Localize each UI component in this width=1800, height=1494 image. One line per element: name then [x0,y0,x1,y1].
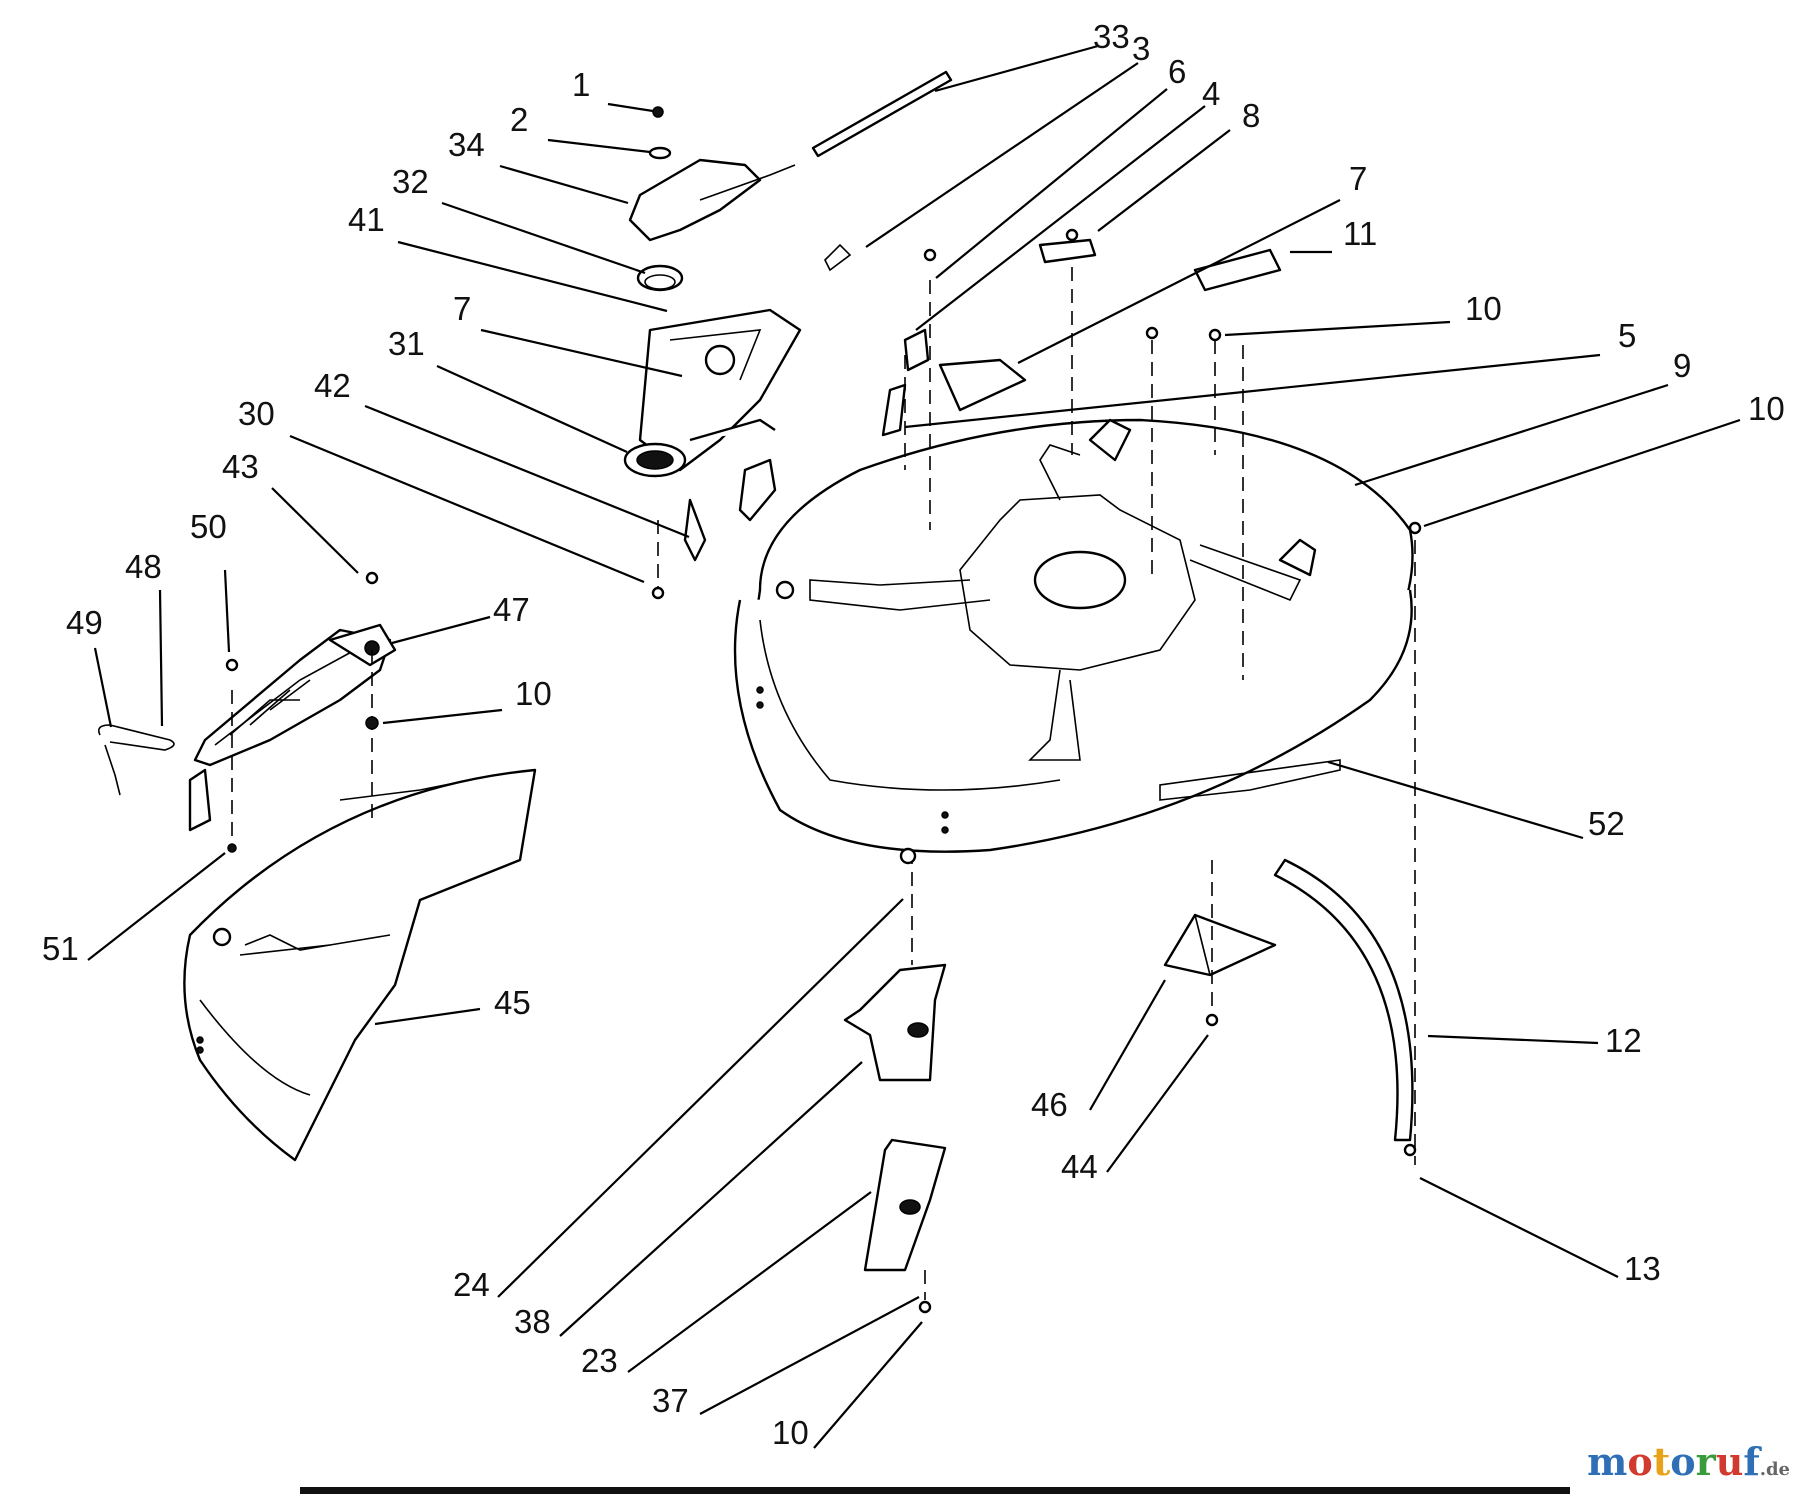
watermark-letter: t [1652,1439,1671,1484]
callout-2: 2 [510,101,528,138]
callout-34: 34 [448,126,485,163]
hairpin-part [97,724,175,796]
callout-32: 32 [392,163,429,200]
callout-4: 4 [1202,75,1220,112]
watermark-letter: u [1715,1439,1744,1484]
discharge-chute-part [188,571,397,853]
side-shield-part [183,768,537,1162]
callout-10-right: 10 [1748,390,1785,427]
callout-10-bottom: 10 [772,1414,809,1451]
watermark-logo: motoruf.de [1587,1439,1790,1484]
callout-45: 45 [494,984,531,1021]
callout-41: 41 [348,201,385,238]
spindle-cone-part [1163,860,1277,1027]
callout-11: 11 [1343,215,1377,252]
watermark-letter: f [1743,1439,1760,1484]
callout-43: 43 [222,448,259,485]
watermark-letter: o [1670,1439,1696,1484]
cropped-title-strip [300,1487,1570,1494]
callout-5: 5 [1618,317,1636,354]
callout-51: 51 [42,930,79,967]
callout-3: 3 [1132,30,1150,67]
callout-23: 23 [581,1342,618,1379]
leader-lines [87,44,1741,1449]
watermark-letter: o [1627,1439,1653,1484]
callout-6: 6 [1168,53,1186,90]
callout-8: 8 [1242,97,1260,134]
callout-48: 48 [125,548,162,585]
callout-37: 37 [652,1382,689,1419]
callout-12: 12 [1605,1022,1642,1059]
callout-31: 31 [388,325,425,362]
callout-30: 30 [238,395,275,432]
callout-33: 33 [1093,18,1130,55]
callout-24: 24 [453,1266,490,1303]
callout-44: 44 [1061,1148,1098,1185]
callout-13: 13 [1624,1250,1661,1287]
watermark-letter: r [1695,1439,1716,1484]
callout-49: 49 [66,604,103,641]
callout-9: 9 [1673,347,1691,384]
mower-deck-part [733,228,1422,1165]
callout-10-left: 10 [515,675,552,712]
callout-7-left: 7 [453,290,471,327]
callout-10-top: 10 [1465,290,1502,327]
baffle-lower-part [863,1138,947,1314]
callout-47: 47 [493,591,530,628]
baffle-upper-part [843,847,947,1082]
callout-42: 42 [314,367,351,404]
callout-7-right: 7 [1349,160,1367,197]
callout-46: 46 [1031,1086,1068,1123]
callout-52: 52 [1588,805,1625,842]
callout-50: 50 [190,508,227,545]
watermark-letter: m [1587,1439,1628,1484]
watermark-suffix: .de [1759,1459,1790,1480]
callout-38: 38 [514,1303,551,1340]
callout-1: 1 [572,66,590,103]
callout-labels: 1 2 34 32 41 7 31 42 30 43 50 48 49 47 1… [42,18,1785,1451]
curved-strip-part [1273,858,1417,1157]
idler-pulley-bracket-part [623,70,953,600]
